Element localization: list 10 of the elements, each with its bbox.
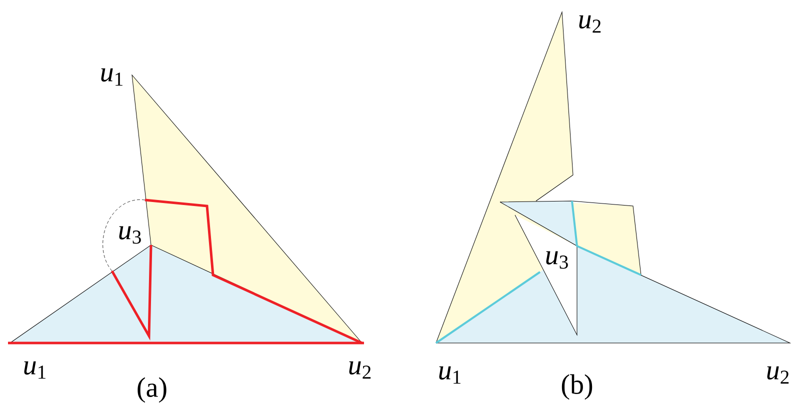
vertex-label: u$_{1}$ [439, 366, 460, 384]
vertex-label: u$_{2}$ [349, 361, 371, 379]
vertex-label: u$_{2}$ [767, 366, 789, 384]
panel-label: (a) [138, 377, 166, 403]
vertex-label: u$_{3}$ [546, 251, 568, 269]
vertex-label: u$_{1}$ [101, 68, 122, 86]
vertex-label: u$_{3}$ [119, 226, 141, 244]
panel-label: (b) [562, 374, 592, 400]
vertex-label: u$_{1}$ [24, 361, 46, 379]
vertex-label: u$_{2}$ [579, 15, 601, 33]
